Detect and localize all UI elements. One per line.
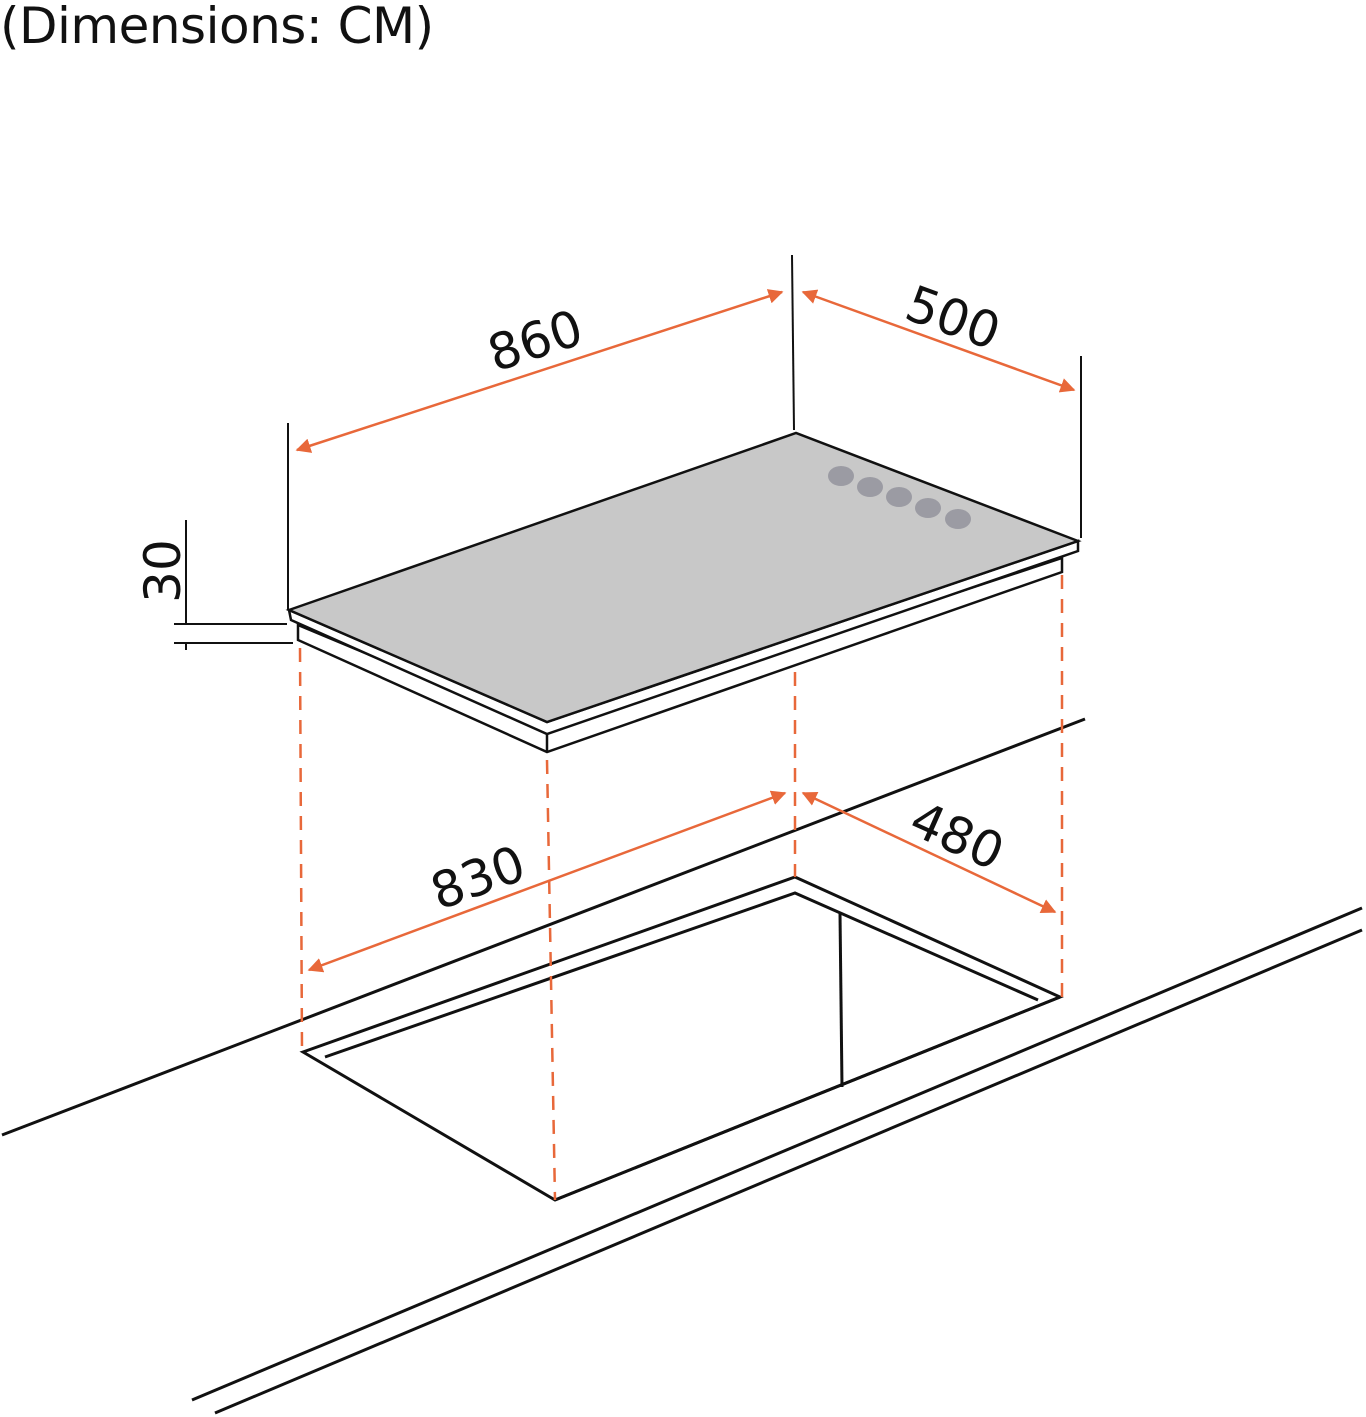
- knob-icon: [915, 498, 941, 518]
- countertop-front-edge-lower: [214, 928, 1363, 1415]
- cutout-inner-lip: [324, 891, 1039, 1059]
- extension-lines: [174, 254, 1082, 650]
- hob-glass-top: [285, 431, 1082, 724]
- knob-icon: [886, 487, 912, 507]
- countertop-front-edge: [191, 906, 1363, 1402]
- cutout-opening: [299, 875, 1064, 1202]
- control-knobs: [828, 466, 971, 529]
- arrow-cutout-depth: [801, 791, 1057, 914]
- knob-icon: [945, 509, 971, 529]
- cutout-inner-corner: [838, 912, 844, 1088]
- cutout-hole: [299, 875, 1064, 1202]
- label-hob-height: 30: [134, 539, 192, 603]
- arrow-hob-width: [295, 289, 784, 453]
- dimension-arrows: [295, 289, 1076, 973]
- hob: [285, 431, 1082, 754]
- extension-line-center: [791, 254, 795, 431]
- knob-icon: [828, 466, 854, 486]
- knob-icon: [857, 477, 883, 497]
- dimensions-heading: (Dimensions: CM): [0, 0, 434, 55]
- arrow-hob-depth: [801, 289, 1076, 393]
- projection-left: [298, 647, 304, 1053]
- arrow-cutout-width: [307, 790, 787, 973]
- label-hob-depth: 500: [898, 274, 1008, 361]
- label-cutout-depth: 480: [902, 790, 1013, 882]
- label-hob-width: 860: [481, 299, 590, 384]
- label-cutout-width: 830: [423, 834, 533, 921]
- cutout-front-wall: [554, 995, 1061, 1202]
